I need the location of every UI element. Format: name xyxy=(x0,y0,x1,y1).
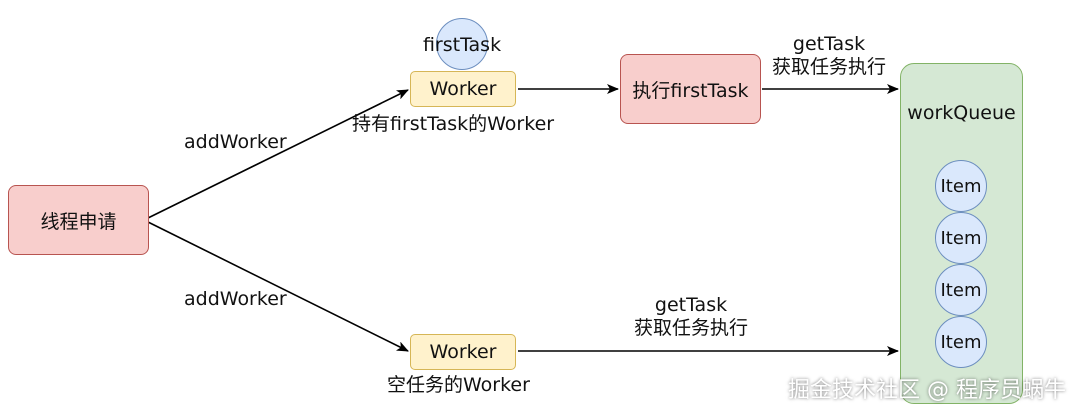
worker-top-label: Worker xyxy=(429,78,497,100)
add-worker-top-label: addWorker xyxy=(184,131,287,153)
first-task-node: firstTask xyxy=(423,18,501,70)
watermark: 掘金技术社区 @ 程序员蜗牛 xyxy=(788,378,1066,403)
worker-top-node: Worker xyxy=(410,71,516,107)
queue-item-label: Item xyxy=(940,279,982,301)
arrow-request-to-worker-bottom xyxy=(147,221,409,352)
worker-top-caption: 持有firstTask的Worker xyxy=(352,113,555,135)
queue-item-1: Item xyxy=(935,160,987,212)
get-task-top-line-2: 获取任务执行 xyxy=(772,56,887,78)
get-task-top-label: getTask 获取任务执行 xyxy=(772,33,886,79)
worker-bottom-caption: 空任务的Worker xyxy=(387,374,530,396)
get-task-bottom-line-2: 获取任务执行 xyxy=(634,317,749,339)
queue-item-label: Item xyxy=(940,227,982,249)
thread-request-node: 线程申请 xyxy=(8,185,149,255)
get-task-bottom-line-1: getTask xyxy=(654,294,728,316)
queue-item-3: Item xyxy=(935,264,987,316)
add-worker-bottom-label: addWorker xyxy=(184,288,287,310)
worker-bottom-label: Worker xyxy=(429,341,497,363)
get-task-top-line-1: getTask xyxy=(792,33,866,55)
exec-first-task-label: 执行firstTask xyxy=(632,79,749,102)
first-task-label: firstTask xyxy=(422,34,502,56)
work-queue-label: workQueue xyxy=(907,102,1016,124)
thread-request-label: 线程申请 xyxy=(40,210,117,233)
worker-bottom-node: Worker xyxy=(410,334,516,370)
queue-item-label: Item xyxy=(940,331,982,353)
queue-item-4: Item xyxy=(935,316,987,368)
exec-first-task-node: 执行firstTask xyxy=(620,54,761,124)
arrow-request-to-worker-top xyxy=(147,89,409,219)
queue-item-2: Item xyxy=(935,212,987,264)
get-task-bottom-label: getTask 获取任务执行 xyxy=(634,294,748,340)
queue-item-label: Item xyxy=(940,175,982,197)
